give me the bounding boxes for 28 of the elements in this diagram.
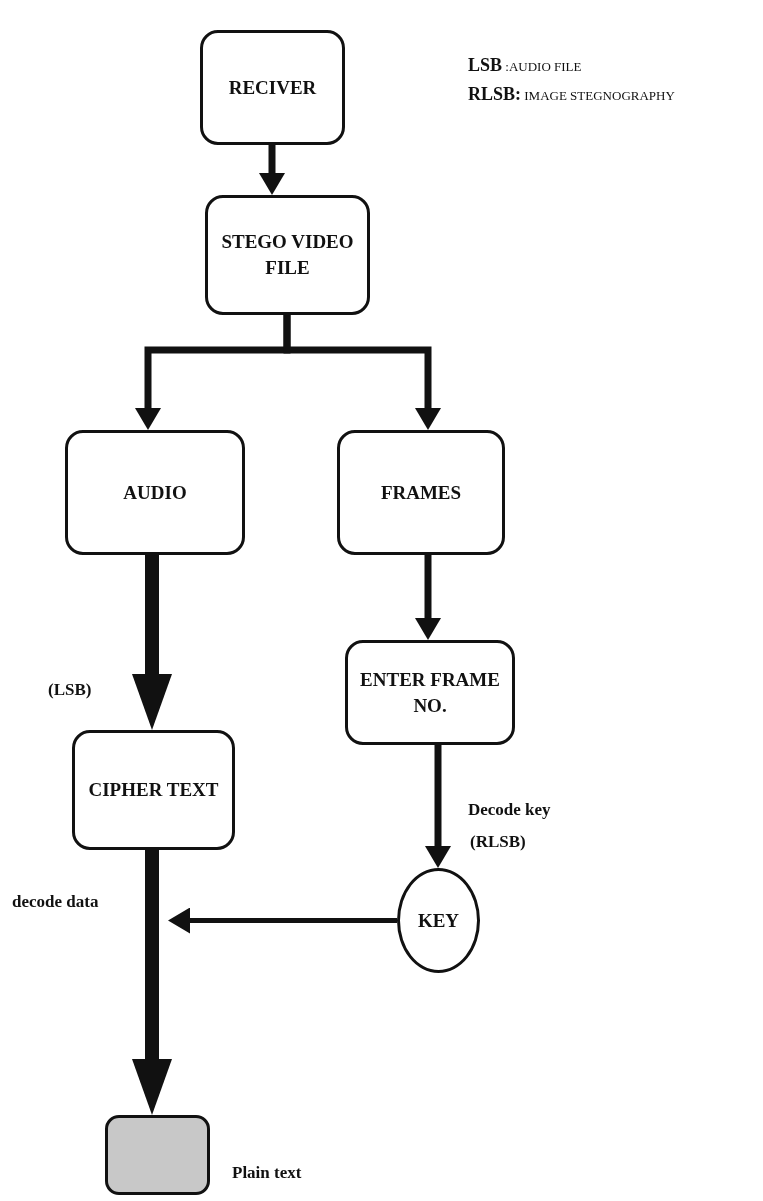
node-label: AUDIO bbox=[123, 480, 187, 505]
arrow bbox=[132, 555, 172, 730]
edge-label: Decode key bbox=[468, 800, 551, 820]
arrow bbox=[283, 315, 441, 430]
node-label: RECIVER bbox=[228, 75, 317, 100]
process-box bbox=[200, 30, 345, 145]
edge-label: (LSB) bbox=[48, 680, 92, 700]
note-label: (RLSB) bbox=[470, 832, 526, 852]
arrow bbox=[259, 145, 285, 195]
arrow bbox=[168, 907, 397, 934]
node-label: ENTER FRAME NO. bbox=[359, 667, 501, 718]
process-box bbox=[205, 195, 370, 315]
node-caption: Plain text bbox=[232, 1163, 302, 1183]
node-label: CIPHER TEXT bbox=[88, 778, 219, 803]
process-box bbox=[345, 640, 515, 745]
arrow bbox=[415, 555, 441, 640]
key-note: RLSB: IMAGE STEGNOGRAPHY bbox=[468, 84, 675, 105]
node-label: STEGO VIDEO FILE bbox=[220, 230, 355, 280]
key-note: LSB :AUDIO FILE bbox=[468, 55, 582, 76]
arrow bbox=[132, 850, 172, 1115]
process-box bbox=[337, 430, 505, 555]
process-box bbox=[72, 730, 235, 850]
node-label: FRAMES bbox=[380, 480, 462, 505]
speech-bubble bbox=[105, 1115, 210, 1195]
node-label: KEY bbox=[417, 908, 460, 933]
process-box bbox=[65, 430, 245, 555]
arrow bbox=[425, 745, 451, 868]
edge-label: decode data bbox=[12, 892, 99, 912]
